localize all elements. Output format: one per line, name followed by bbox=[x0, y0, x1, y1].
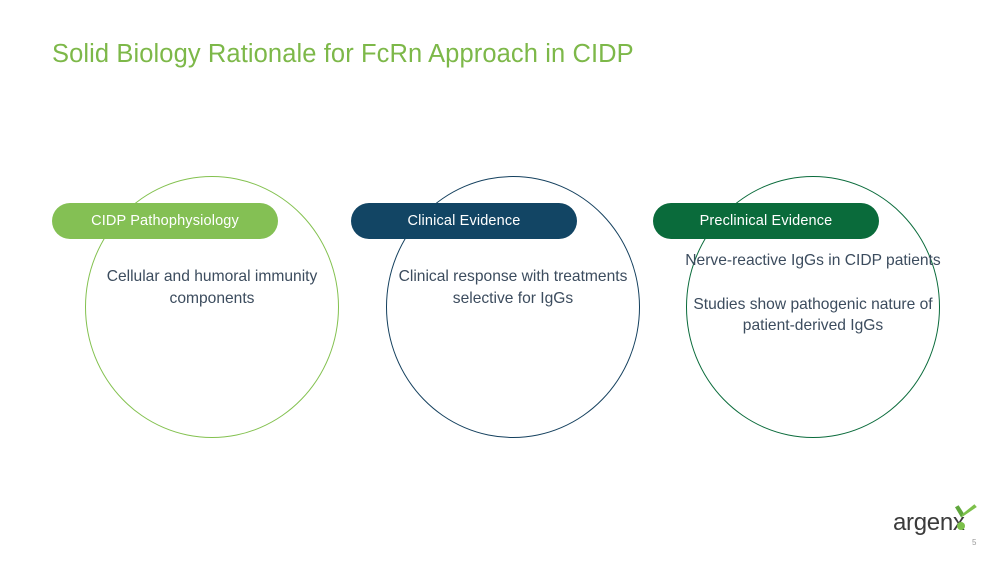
circle-body-preclinical-evidence: Nerve-reactive IgGs in CIDP patients Stu… bbox=[684, 250, 942, 337]
circle-paragraph: Clinical response with treatments select… bbox=[398, 268, 628, 307]
pill-label-cidp-pathophysiology[interactable]: CIDP Pathophysiology bbox=[52, 203, 278, 239]
circle-body-clinical-evidence: Clinical response with treatments select… bbox=[388, 266, 638, 309]
logo-dot-icon bbox=[957, 522, 965, 530]
page-number: 5 bbox=[972, 538, 977, 547]
circle-outline-cidp-pathophysiology bbox=[85, 176, 339, 438]
circle-body-cidp-pathophysiology: Cellular and humoral immunity components bbox=[87, 266, 337, 309]
circle-paragraph: Cellular and humoral immunity components bbox=[106, 268, 318, 307]
argenx-logo: argenx bbox=[893, 503, 977, 539]
argenx-wordmark: argenx bbox=[893, 509, 965, 536]
circle-paragraph: Nerve-reactive IgGs in CIDP patients bbox=[685, 252, 941, 269]
circle-paragraph: Studies show pathogenic nature of patien… bbox=[693, 295, 933, 335]
group-cidp-pathophysiology: CIDP Pathophysiology Cellular and humora… bbox=[52, 176, 339, 438]
pill-label-preclinical-evidence[interactable]: Preclinical Evidence bbox=[653, 203, 879, 239]
circle-outline-preclinical-evidence bbox=[686, 176, 940, 438]
pill-label-clinical-evidence[interactable]: Clinical Evidence bbox=[351, 203, 577, 239]
group-clinical-evidence: Clinical Evidence Clinical response with… bbox=[351, 176, 640, 438]
page-title: Solid Biology Rationale for FcRn Approac… bbox=[52, 40, 634, 68]
checkmark-icon bbox=[955, 504, 977, 518]
group-preclinical-evidence: Preclinical Evidence Nerve-reactive IgGs… bbox=[653, 176, 942, 438]
circle-outline-clinical-evidence bbox=[386, 176, 640, 438]
